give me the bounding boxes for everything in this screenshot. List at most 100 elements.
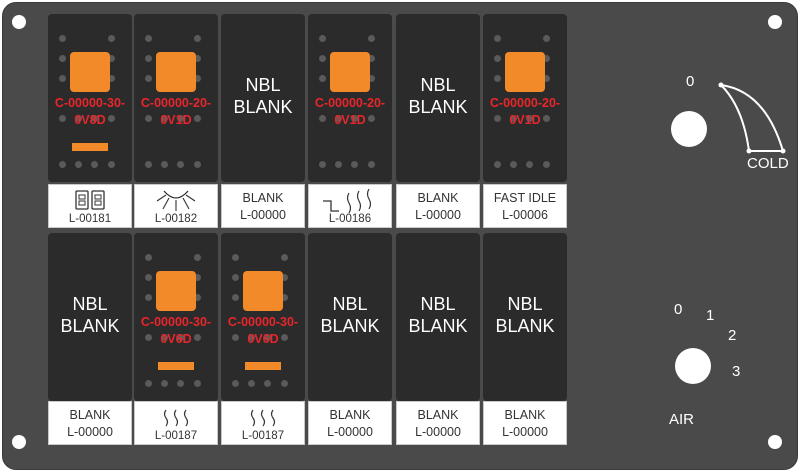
legend-label: L-00186 <box>308 184 392 228</box>
indicator-dot <box>248 334 255 341</box>
switch-code: C-00000-30- 0V8D <box>54 96 126 127</box>
indicator-dot <box>232 294 239 301</box>
indicator-dot <box>319 35 326 42</box>
indicator-dot <box>59 115 66 122</box>
legend-label: L-00182 <box>134 184 218 228</box>
indicator-dot <box>264 380 271 387</box>
mounting-hole <box>12 435 26 449</box>
indicator-dot <box>543 75 550 82</box>
lamp-indicator <box>330 52 370 92</box>
cold-range-arc-icon <box>718 82 786 154</box>
air-label: AIR <box>669 411 695 428</box>
switch-code: C-00000-20- 0V1D <box>314 96 386 127</box>
indicator-dot <box>108 55 115 62</box>
air-position-1: 1 <box>706 307 715 324</box>
indicator-dot <box>368 55 375 62</box>
label-part-number: L-00006 <box>502 208 548 222</box>
rocker-switch[interactable]: C-00000-20- 0V1D <box>134 14 218 182</box>
indicator-dot <box>194 35 201 42</box>
switch-code: C-00000-30- 0V6D <box>227 315 299 346</box>
legend-label: L-00181 <box>48 184 132 228</box>
label-part-number: L-00000 <box>415 425 461 439</box>
blank-switch: NBL BLANK <box>396 233 480 401</box>
legend-label: BLANK L-00000 <box>483 401 567 445</box>
indicator-dot <box>281 294 288 301</box>
indicator-dot <box>145 115 152 122</box>
rocker-switch[interactable]: C-00000-20- 0V1D <box>308 14 392 182</box>
indicator-dot <box>232 254 239 261</box>
indicator-dot <box>368 35 375 42</box>
blank-switch: NBL BLANK <box>396 14 480 182</box>
indicator-dot <box>526 115 533 122</box>
label-text: BLANK <box>417 408 459 422</box>
cold-label: COLD <box>747 155 789 172</box>
lamp-indicator <box>156 52 196 92</box>
label-part-number: L-00000 <box>67 425 113 439</box>
indicator-dot <box>543 35 550 42</box>
indicator-dot <box>319 161 326 168</box>
indicator-dot <box>108 115 115 122</box>
rocker-switch[interactable]: C-00000-30- 0V6D <box>221 233 305 401</box>
indicator-dot <box>194 161 201 168</box>
temperature-knob[interactable] <box>671 111 707 147</box>
legend-label: FAST IDLE L-00006 <box>483 184 567 228</box>
indicator-dot <box>161 334 168 341</box>
lamp-indicator <box>70 52 110 92</box>
rocker-switch[interactable]: C-00000-20- 0V1D <box>483 14 567 182</box>
indicator-dot <box>161 161 168 168</box>
nbl-blank-text: NBL BLANK <box>233 75 293 117</box>
label-part-number: L-00186 <box>328 213 372 225</box>
indicator-dot <box>75 115 82 122</box>
temp-knob-zero-label: 0 <box>686 73 695 90</box>
indicator-dot <box>232 274 239 281</box>
indicator-dot <box>494 75 501 82</box>
dome-light-icon <box>156 190 196 211</box>
indicator-dot <box>281 380 288 387</box>
label-part-number: L-00000 <box>502 425 548 439</box>
indicator-bar <box>158 362 194 370</box>
indicator-dot <box>232 334 239 341</box>
label-text: BLANK <box>329 408 371 422</box>
nbl-blank-text: NBL BLANK <box>60 294 120 336</box>
indicator-dot <box>319 115 326 122</box>
indicator-dot <box>108 35 115 42</box>
indicator-dot <box>351 115 358 122</box>
indicator-dot <box>281 254 288 261</box>
indicator-dot <box>194 294 201 301</box>
hazard-icon <box>75 190 105 210</box>
indicator-dot <box>59 161 66 168</box>
air-knob[interactable] <box>675 348 711 384</box>
indicator-dot <box>510 115 517 122</box>
air-position-3: 3 <box>732 363 741 380</box>
indicator-bar <box>245 362 281 370</box>
indicator-dot <box>59 55 66 62</box>
indicator-dot <box>351 161 358 168</box>
indicator-dot <box>194 274 201 281</box>
rocker-switch[interactable]: C-00000-30- 0V8D <box>48 14 132 182</box>
indicator-dot <box>177 334 184 341</box>
label-text: BLANK <box>504 408 546 422</box>
indicator-dot <box>91 161 98 168</box>
label-part-number: L-00181 <box>68 213 112 225</box>
indicator-dot <box>177 380 184 387</box>
indicator-dot <box>194 115 201 122</box>
indicator-dot <box>145 380 152 387</box>
indicator-dot <box>335 115 342 122</box>
indicator-dot <box>543 55 550 62</box>
indicator-dot <box>494 35 501 42</box>
legend-label: BLANK L-00000 <box>396 401 480 445</box>
label-part-number: L-00187 <box>241 430 285 442</box>
switch-code: C-00000-30- 0V6D <box>140 315 212 346</box>
label-text: FAST IDLE <box>493 191 557 205</box>
indicator-dot <box>368 115 375 122</box>
indicator-dot <box>194 334 201 341</box>
blank-switch: NBL BLANK <box>221 14 305 182</box>
indicator-dot <box>194 75 201 82</box>
indicator-dot <box>145 161 152 168</box>
rocker-switch[interactable]: C-00000-30- 0V6D <box>134 233 218 401</box>
nbl-blank-text: NBL BLANK <box>495 294 555 336</box>
